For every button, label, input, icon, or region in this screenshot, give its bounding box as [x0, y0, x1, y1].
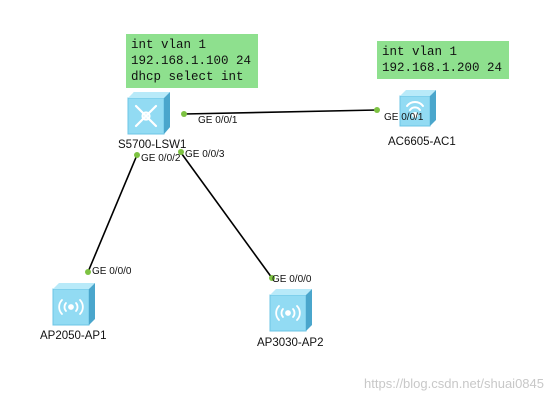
switch-config-line-3: dhcp select int	[131, 70, 244, 84]
ac-name-label: AC6605-AC1	[388, 136, 456, 148]
switch-icon[interactable]	[127, 92, 170, 135]
link-switch-ap1[interactable]	[87, 154, 138, 273]
ap1-name-label: AP2050-AP1	[40, 330, 107, 342]
port-dot-ap1[interactable]	[85, 269, 91, 275]
switch-config-line-1: int vlan 1	[131, 38, 207, 52]
port-label-sw-ap2: GE 0/0/3	[185, 149, 225, 160]
watermark-text: https://blog.csdn.net/shuai0845	[364, 376, 544, 391]
link-switch-ac[interactable]	[183, 109, 378, 115]
port-dot-sw-ap1[interactable]	[134, 152, 140, 158]
ac-controller-icon[interactable]	[399, 90, 436, 127]
port-label-ac: GE 0/0/1	[384, 112, 424, 123]
switch-name-label: S5700-LSW1	[118, 139, 187, 151]
port-label-sw-ac: GE 0/0/1	[198, 115, 238, 126]
ac-config-line-1: int vlan 1	[382, 45, 458, 59]
access-point-1-icon[interactable]	[52, 283, 95, 326]
ac-config-line-2: 192.168.1.200 24	[382, 61, 503, 75]
port-label-ap2: GE 0/0/0	[272, 274, 312, 285]
access-point-2-icon[interactable]	[269, 289, 312, 332]
link-switch-ap2[interactable]	[178, 149, 273, 279]
switch-config-line-2: 192.168.1.100 24	[131, 54, 252, 68]
port-label-ap1: GE 0/0/0	[92, 266, 132, 277]
port-dot-ap2[interactable]	[269, 275, 275, 281]
ac-config-note: int vlan 1 192.168.1.200 24	[377, 41, 509, 79]
ap2-name-label: AP3030-AP2	[257, 337, 324, 349]
port-dot-sw-ap2[interactable]	[178, 149, 184, 155]
port-dot-sw-ac[interactable]	[181, 111, 187, 117]
port-label-sw-ap1: GE 0/0/2	[141, 153, 181, 164]
switch-config-note: int vlan 1 192.168.1.100 24 dhcp select in…	[126, 34, 258, 88]
port-dot-ac[interactable]	[374, 107, 380, 113]
